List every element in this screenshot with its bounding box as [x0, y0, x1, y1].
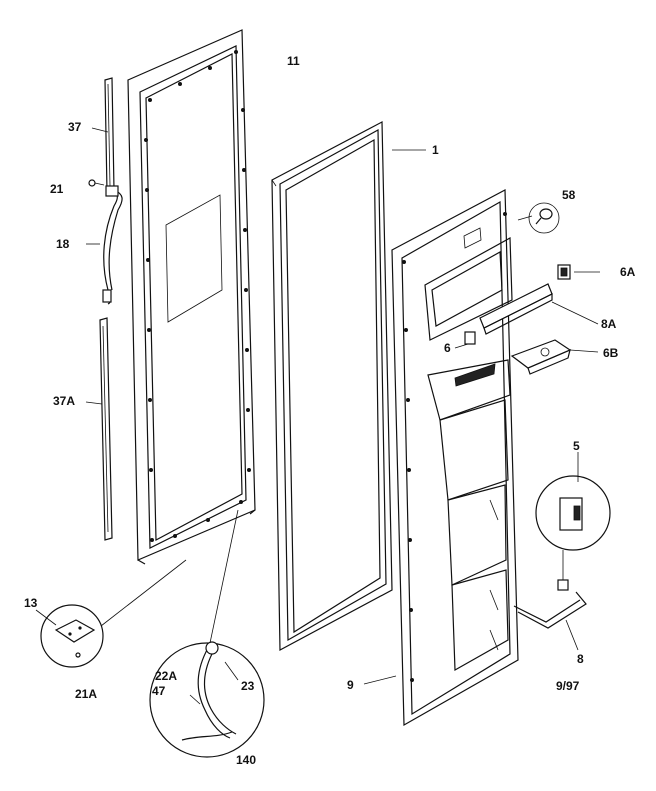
panel-screw-holes — [144, 50, 251, 542]
callout-8: 8 — [577, 652, 584, 666]
wire-harness-detail — [149, 509, 265, 758]
callout-37A: 37A — [53, 394, 75, 408]
trim-strip-upper — [104, 77, 115, 193]
liner-screw-holes — [402, 212, 507, 682]
callout-18: 18 — [56, 237, 70, 251]
trim-strip-lower — [99, 317, 113, 541]
bar-8A — [479, 283, 553, 335]
callout-6A: 6A — [620, 265, 636, 279]
actuator-6B — [510, 339, 572, 375]
callout-8A: 8A — [601, 317, 617, 331]
callout-58: 58 — [562, 188, 576, 202]
callout-11: 11 — [287, 54, 300, 68]
callout-1: 1 — [432, 143, 439, 157]
switch-5-detail — [535, 475, 611, 551]
callout-21: 21 — [50, 182, 64, 196]
callout-22A: 22A — [155, 669, 177, 683]
callout-labels: 11 37 21 18 37A 1 58 6A 8A 6 6B 5 8 13 2… — [24, 54, 636, 767]
handle-18 — [102, 185, 123, 305]
revision-date: 9/97 — [556, 679, 580, 693]
clip-6A — [557, 264, 571, 280]
leader-lines — [35, 127, 600, 685]
outer-door-panel-11 — [127, 29, 256, 565]
callout-6B: 6B — [603, 346, 619, 360]
callout-9: 9 — [347, 678, 354, 692]
callout-140: 140 — [236, 753, 256, 767]
callout-13: 13 — [24, 596, 38, 610]
screw-58 — [528, 202, 560, 234]
door-gasket-1 — [271, 121, 393, 651]
callout-6: 6 — [444, 341, 451, 355]
inner-door-liner-9 — [391, 189, 519, 727]
callout-23: 23 — [241, 679, 255, 693]
screw-21 — [88, 179, 105, 187]
hinge-13-detail — [40, 559, 187, 668]
callout-21A: 21A — [75, 687, 97, 701]
callout-37: 37 — [68, 120, 82, 134]
liner-dispenser-recess — [424, 237, 513, 672]
callout-47: 47 — [152, 684, 166, 698]
clip-6 — [464, 331, 476, 345]
callout-5: 5 — [573, 439, 580, 453]
bracket-8 — [513, 550, 587, 629]
